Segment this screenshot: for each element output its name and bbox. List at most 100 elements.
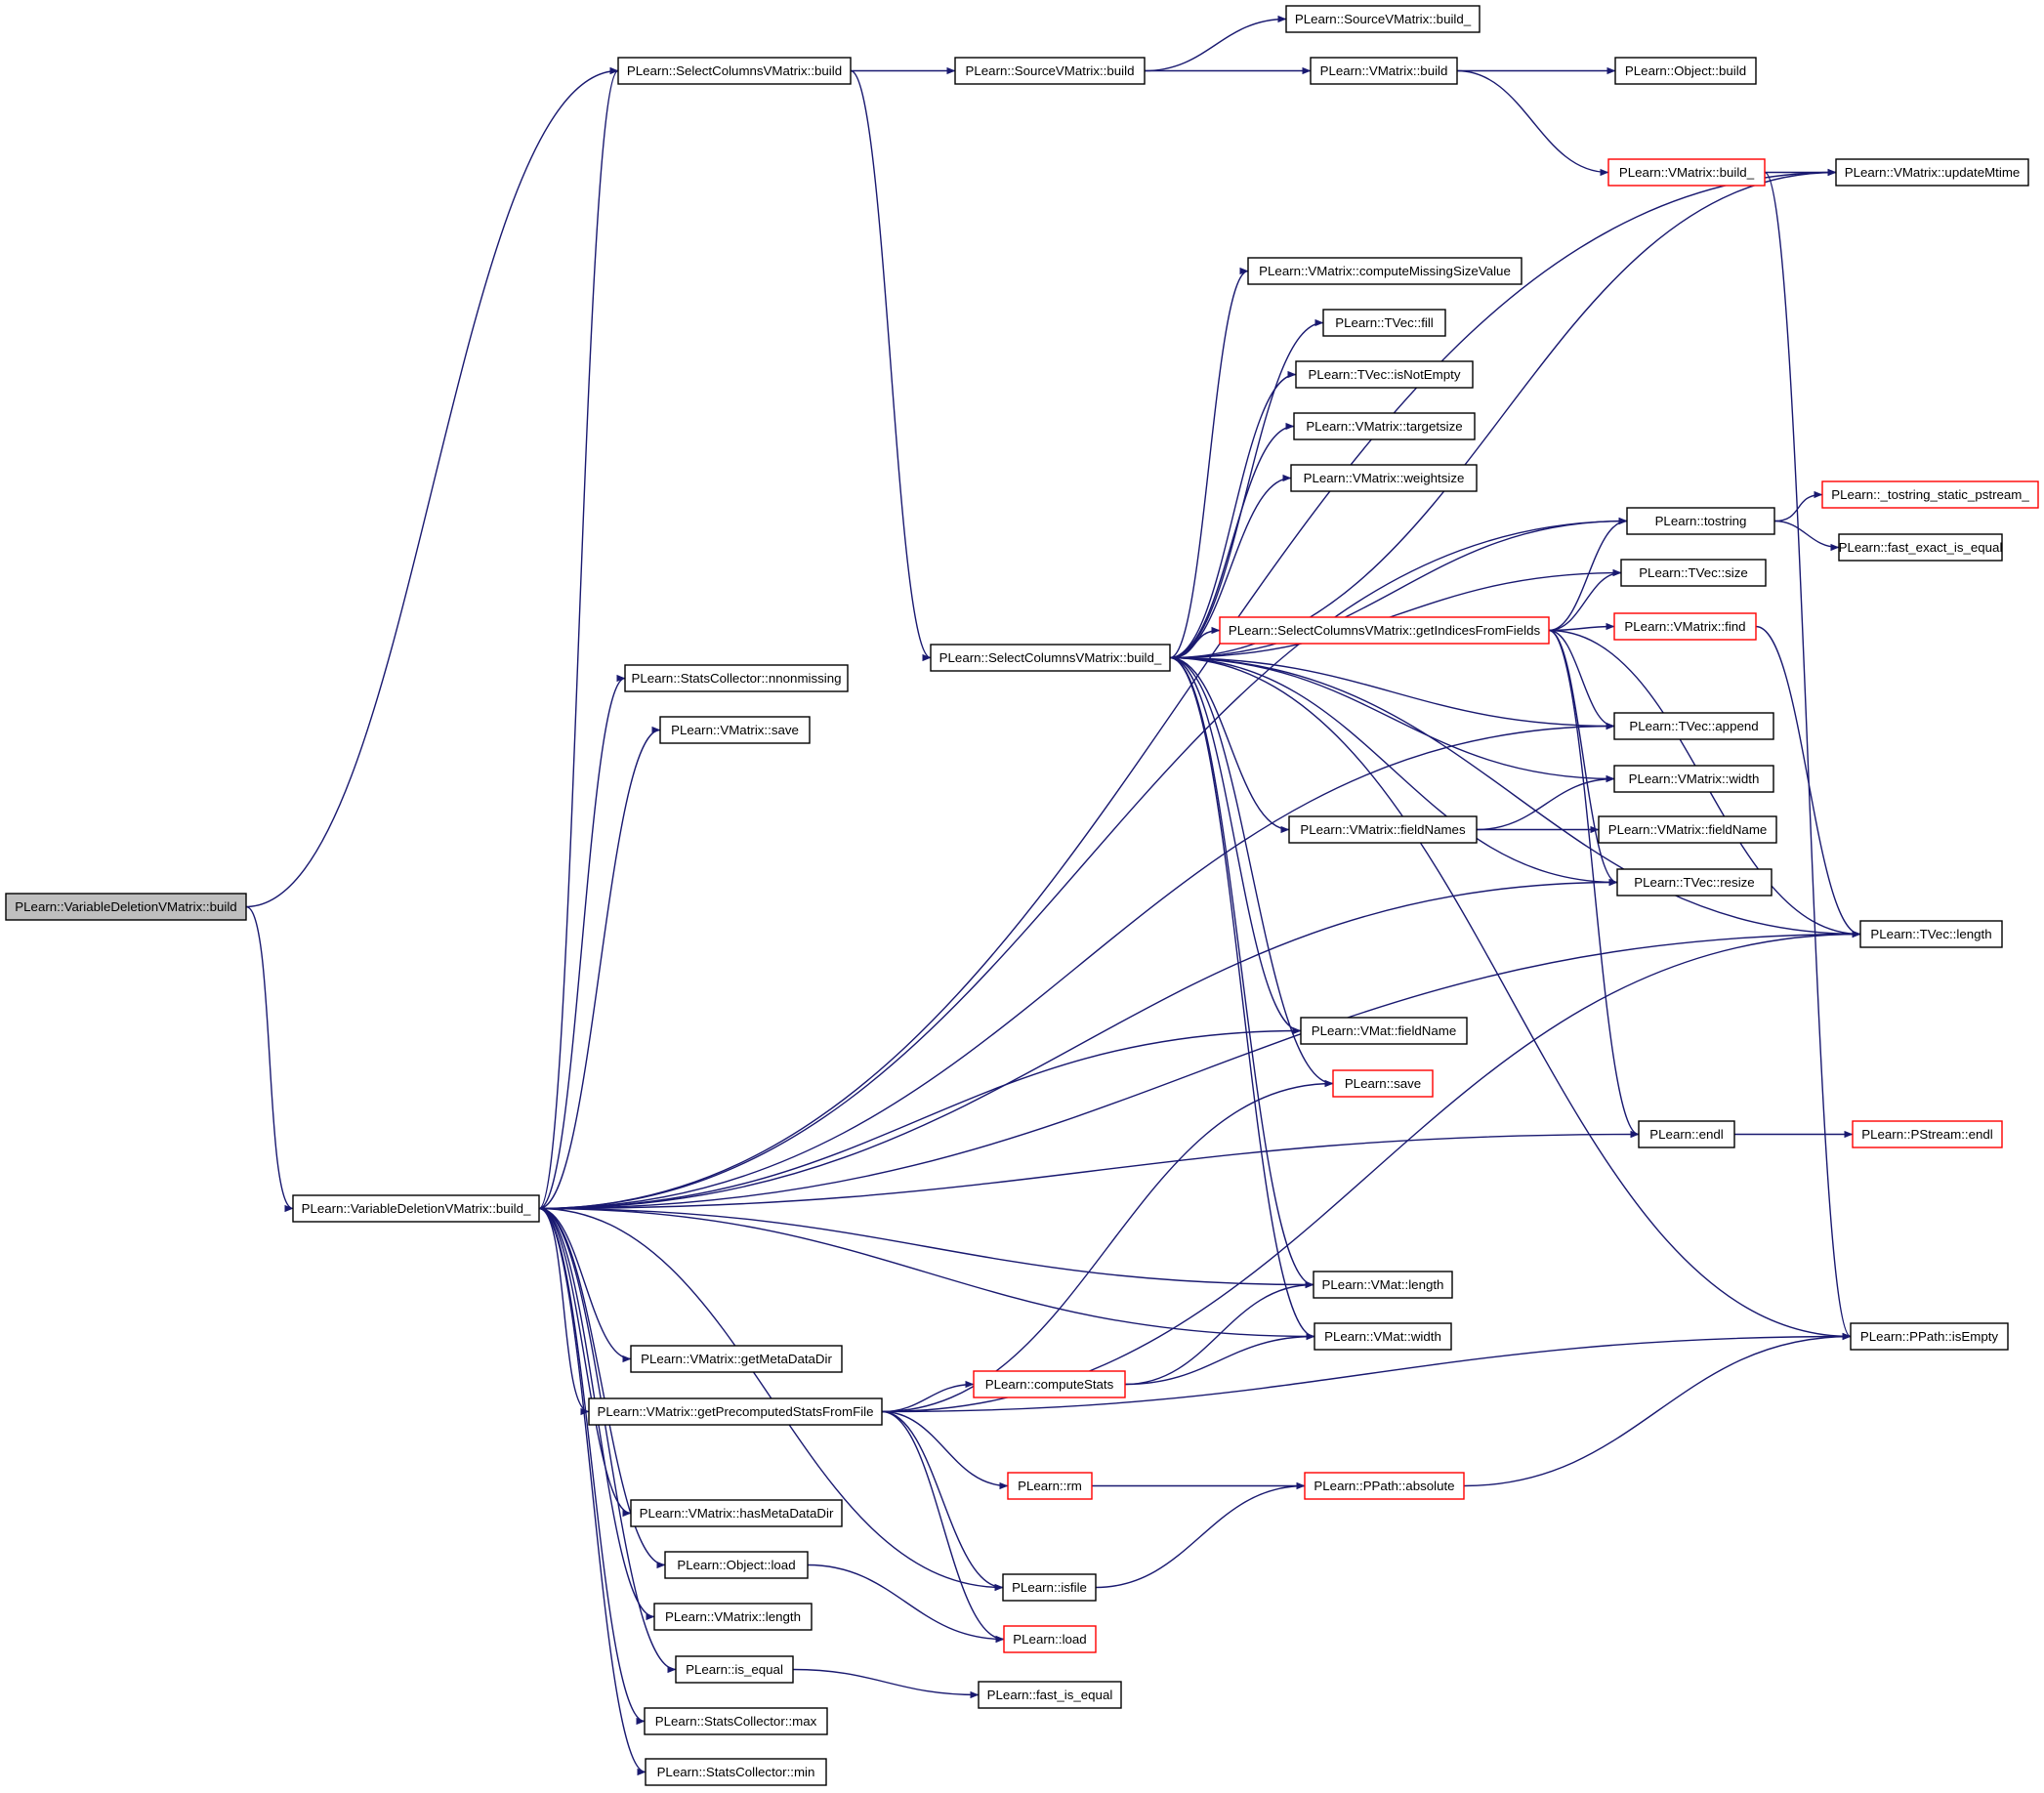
node-vm_build_[interactable]: PLearn::VMatrix::build_ xyxy=(1607,158,1766,187)
node-label: PLearn::fast_exact_is_equal xyxy=(1839,540,2003,555)
edge-isfile-to-ppath_absolute xyxy=(1095,1481,1306,1589)
node-tvec_isnotempty[interactable]: PLearn::TVec::isNotEmpty xyxy=(1295,360,1474,389)
node-label: PLearn::VMat::length xyxy=(1322,1277,1444,1292)
node-vm_weightsize[interactable]: PLearn::VMatrix::weightsize xyxy=(1290,464,1478,492)
edge-computestats-to-vmat_length xyxy=(1124,1280,1314,1386)
node-vm_targetsize[interactable]: PLearn::VMatrix::targetsize xyxy=(1293,412,1476,440)
node-box xyxy=(645,1758,827,1786)
edge-scv_build_-to-save xyxy=(1169,656,1334,1088)
node-scv_build_[interactable]: PLearn::SelectColumnsVMatrix::build_ xyxy=(930,644,1171,672)
node-label: PLearn::TVec::isNotEmpty xyxy=(1309,367,1461,382)
edge-vm_find-to-tvec_length xyxy=(1755,625,1861,938)
edge-vdv_build_-to-vmat_width xyxy=(538,1207,1315,1341)
node-box xyxy=(1838,533,2003,562)
node-label: PLearn::TVec::append xyxy=(1629,719,1758,733)
node-sc_min[interactable]: PLearn::StatsCollector::min xyxy=(645,1758,827,1786)
edge-vm_build_-to-ppath_isempty xyxy=(1764,171,1852,1340)
node-vm_hasmeta[interactable]: PLearn::VMatrix::hasMetaDataDir xyxy=(630,1499,843,1527)
node-tvec_append[interactable]: PLearn::TVec::append xyxy=(1613,712,1774,740)
node-box xyxy=(954,57,1146,85)
node-ppath_absolute[interactable]: PLearn::PPath::absolute xyxy=(1304,1472,1465,1500)
node-pstream_endl[interactable]: PLearn::PStream::endl xyxy=(1852,1120,2003,1148)
node-vm_build[interactable]: PLearn::VMatrix::build xyxy=(1310,57,1458,85)
node-sc_max[interactable]: PLearn::StatsCollector::max xyxy=(644,1707,828,1735)
node-svm_build[interactable]: PLearn::SourceVMatrix::build xyxy=(954,57,1146,85)
edge-vdv_build_-to-endl xyxy=(538,1130,1640,1210)
node-box xyxy=(1613,712,1774,740)
node-box xyxy=(1293,412,1476,440)
edge-scv_build_-to-vmat_length xyxy=(1169,656,1314,1289)
node-obj_load[interactable]: PLearn::Object::load xyxy=(664,1551,809,1579)
node-tvec_size[interactable]: PLearn::TVec::size xyxy=(1620,559,1767,587)
node-tvec_length[interactable]: PLearn::TVec::length xyxy=(1859,920,2003,948)
node-vmat_length[interactable]: PLearn::VMat::length xyxy=(1313,1271,1453,1299)
node-rm[interactable]: PLearn::rm xyxy=(1007,1472,1093,1500)
node-vm_width[interactable]: PLearn::VMatrix::width xyxy=(1613,765,1774,793)
edge-vdv_build_-to-sc_max xyxy=(538,1207,646,1726)
node-vm_getprecomp[interactable]: PLearn::VMatrix::getPrecomputedStatsFrom… xyxy=(588,1397,883,1426)
node-vdv_build_[interactable]: PLearn::VariableDeletionVMatrix::build_ xyxy=(292,1194,540,1223)
node-tvec_resize[interactable]: PLearn::TVec::resize xyxy=(1616,868,1773,896)
node-box xyxy=(1300,1017,1468,1045)
edge-scv_getidx-to-tvec_append xyxy=(1548,629,1615,730)
edge-vdv_build_-to-scv_build xyxy=(538,67,619,1210)
node-load[interactable]: PLearn::load xyxy=(1003,1625,1097,1653)
node-is_equal[interactable]: PLearn::is_equal xyxy=(675,1655,794,1684)
edge-svm_build-to-svm_build_ xyxy=(1144,15,1287,72)
node-scv_build[interactable]: PLearn::SelectColumnsVMatrix::build xyxy=(617,57,852,85)
node-vmat_width[interactable]: PLearn::VMat::width xyxy=(1314,1322,1452,1351)
node-isfile[interactable]: PLearn::isfile xyxy=(1002,1573,1097,1602)
node-computestats[interactable]: PLearn::computeStats xyxy=(973,1370,1126,1398)
edge-scv_build_-to-tvec_fill xyxy=(1169,318,1324,659)
node-fast_is_equal[interactable]: PLearn::fast_is_equal xyxy=(978,1681,1122,1709)
edge-vdv_build_-to-vm_getmeta xyxy=(538,1207,632,1363)
node-tostring_static[interactable]: PLearn::_tostring_static_pstream_ xyxy=(1821,480,2039,509)
node-vm_updatemtime[interactable]: PLearn::VMatrix::updateMtime xyxy=(1835,158,2029,187)
node-label: PLearn::SelectColumnsVMatrix::build xyxy=(627,63,842,78)
node-box xyxy=(1613,612,1757,641)
node-box xyxy=(1614,57,1757,85)
graph-nodes: PLearn::VariableDeletionVMatrix::buildPL… xyxy=(5,5,2039,1786)
node-tvec_fill[interactable]: PLearn::TVec::fill xyxy=(1322,309,1446,337)
node-ppath_isempty[interactable]: PLearn::PPath::isEmpty xyxy=(1850,1322,2009,1351)
node-box xyxy=(1295,360,1474,389)
node-label: PLearn::VMatrix::updateMtime xyxy=(1845,165,2021,180)
node-vm_fieldnames[interactable]: PLearn::VMatrix::fieldNames xyxy=(1288,815,1478,844)
node-box xyxy=(1003,1625,1097,1653)
node-box xyxy=(930,644,1171,672)
node-box xyxy=(630,1499,843,1527)
node-vdv_build[interactable]: PLearn::VariableDeletionVMatrix::build xyxy=(5,893,247,921)
edge-vdv_build_-to-is_equal xyxy=(538,1207,677,1674)
node-box xyxy=(624,664,849,692)
node-save[interactable]: PLearn::save xyxy=(1332,1069,1434,1098)
node-vm_cmsv[interactable]: PLearn::VMatrix::computeMissingSizeValue xyxy=(1247,257,1523,285)
node-box xyxy=(1288,815,1478,844)
node-box xyxy=(1247,257,1523,285)
node-sc_nnonmissing[interactable]: PLearn::StatsCollector::nnonmissing xyxy=(624,664,849,692)
node-box xyxy=(1626,507,1775,535)
node-tostring[interactable]: PLearn::tostring xyxy=(1626,507,1775,535)
node-scv_getidx[interactable]: PLearn::SelectColumnsVMatrix::getIndices… xyxy=(1219,616,1550,645)
node-vm_length[interactable]: PLearn::VMatrix::length xyxy=(653,1603,813,1631)
node-box xyxy=(653,1603,813,1631)
node-fast_exact[interactable]: PLearn::fast_exact_is_equal xyxy=(1838,533,2003,562)
node-box xyxy=(1613,765,1774,793)
edge-scv_getidx-to-tvec_size xyxy=(1548,568,1622,632)
node-vm_save[interactable]: PLearn::VMatrix::save xyxy=(659,716,811,744)
node-vm_getmeta[interactable]: PLearn::VMatrix::getMetaDataDir xyxy=(630,1345,843,1373)
node-label: PLearn::SourceVMatrix::build_ xyxy=(1295,12,1472,26)
node-box xyxy=(617,57,852,85)
node-obj_build[interactable]: PLearn::Object::build xyxy=(1614,57,1757,85)
node-vm_find[interactable]: PLearn::VMatrix::find xyxy=(1613,612,1757,641)
node-vm_fieldname[interactable]: PLearn::VMatrix::fieldName xyxy=(1598,815,1777,844)
edge-scv_build_-to-tvec_isnotempty xyxy=(1169,370,1297,659)
node-vmat_fieldname[interactable]: PLearn::VMat::fieldName xyxy=(1300,1017,1468,1045)
node-endl[interactable]: PLearn::endl xyxy=(1638,1120,1735,1148)
node-svm_build_[interactable]: PLearn::SourceVMatrix::build_ xyxy=(1285,5,1481,33)
node-label: PLearn::VMatrix::hasMetaDataDir xyxy=(640,1506,834,1521)
node-label: PLearn::VMatrix::find xyxy=(1624,619,1745,634)
node-label: PLearn::VariableDeletionVMatrix::build_ xyxy=(302,1201,531,1216)
node-box xyxy=(1313,1271,1453,1299)
node-label: PLearn::PPath::absolute xyxy=(1314,1479,1454,1493)
node-box xyxy=(588,1397,883,1426)
